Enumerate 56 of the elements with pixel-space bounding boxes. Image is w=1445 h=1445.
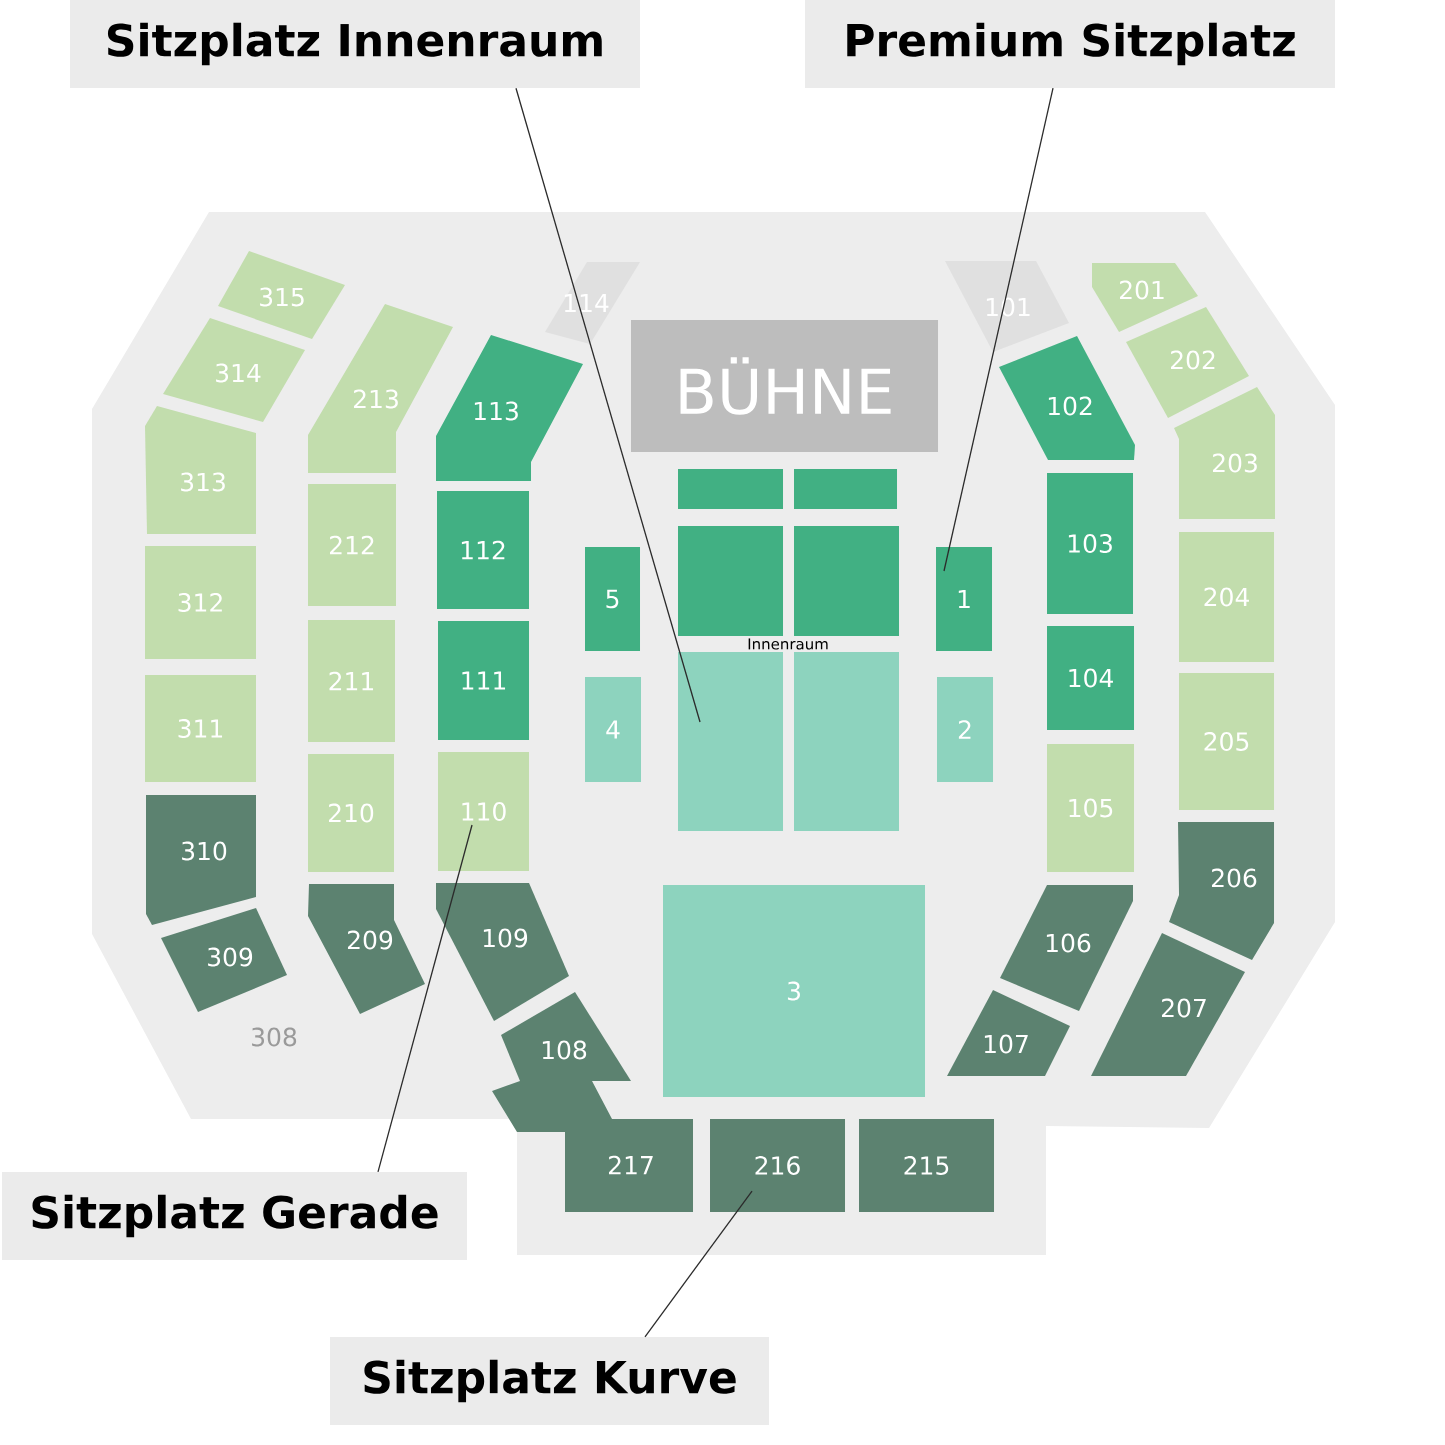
seating-section: 203: [1174, 387, 1275, 519]
leader-line: [644, 1190, 753, 1338]
leader-line: [943, 87, 1054, 572]
seating-section: 105: [1047, 744, 1134, 872]
callout-box: Sitzplatz Kurve: [330, 1337, 769, 1425]
seating-section: 108: [501, 992, 631, 1081]
seating-section: 1: [936, 547, 992, 651]
seating-section: 312: [145, 546, 256, 659]
seating-section: [794, 526, 899, 636]
section-label: 308: [252, 1027, 297, 1047]
seating-section: 204: [1179, 532, 1274, 662]
seating-section: 309: [161, 908, 287, 1012]
seating-section: [678, 526, 783, 636]
callout-box: Sitzplatz Gerade: [2, 1172, 467, 1260]
seating-section: [794, 652, 899, 831]
seating-section: 110: [438, 752, 529, 871]
seating-section: 2: [937, 677, 993, 782]
seating-section: 313: [145, 406, 256, 534]
seating-section: 3: [663, 885, 925, 1097]
seating-section: 211: [308, 620, 395, 742]
seating-section: 102: [999, 336, 1135, 460]
seating-section: 4: [585, 677, 641, 782]
seating-section: 212: [308, 484, 396, 606]
stage-box: BÜHNE: [631, 320, 938, 452]
seating-section: 216: [710, 1119, 845, 1212]
callout-box: Premium Sitzplatz: [805, 0, 1335, 88]
seating-section: 109: [436, 883, 569, 1021]
leader-line: [377, 824, 473, 1173]
seating-section: 311: [145, 675, 256, 782]
seating-section: 104: [1047, 626, 1134, 730]
seating-section: 210: [308, 754, 394, 872]
seating-section: 213: [308, 304, 453, 473]
area-label: Innenraum: [748, 638, 828, 650]
seating-section: 107: [947, 990, 1070, 1076]
seating-section: 205: [1179, 673, 1274, 810]
seating-section: 113: [436, 335, 583, 481]
seating-section: 207: [1091, 933, 1245, 1076]
callout-box: Sitzplatz Innenraum: [70, 0, 640, 88]
seating-section: [678, 469, 783, 509]
seating-section: 310: [146, 795, 256, 925]
seating-section: 111: [438, 621, 529, 740]
seating-section: 202: [1126, 307, 1249, 418]
seating-section: 5: [585, 547, 640, 651]
seating-section: 215: [859, 1119, 994, 1212]
node-label: 108: [542, 1040, 587, 1060]
seating-section: 106: [1000, 885, 1133, 1011]
seating-section: 315: [218, 251, 345, 339]
seating-section: 201: [1092, 263, 1198, 332]
seating-section: 209: [308, 884, 425, 1014]
leader-line: [515, 87, 701, 723]
seating-section: [678, 652, 783, 831]
seating-section: [794, 469, 897, 509]
seating-section: 112: [437, 491, 529, 609]
seating-section: 314: [163, 318, 305, 422]
seating-section: 206: [1169, 822, 1274, 960]
seating-section: 103: [1047, 473, 1133, 614]
